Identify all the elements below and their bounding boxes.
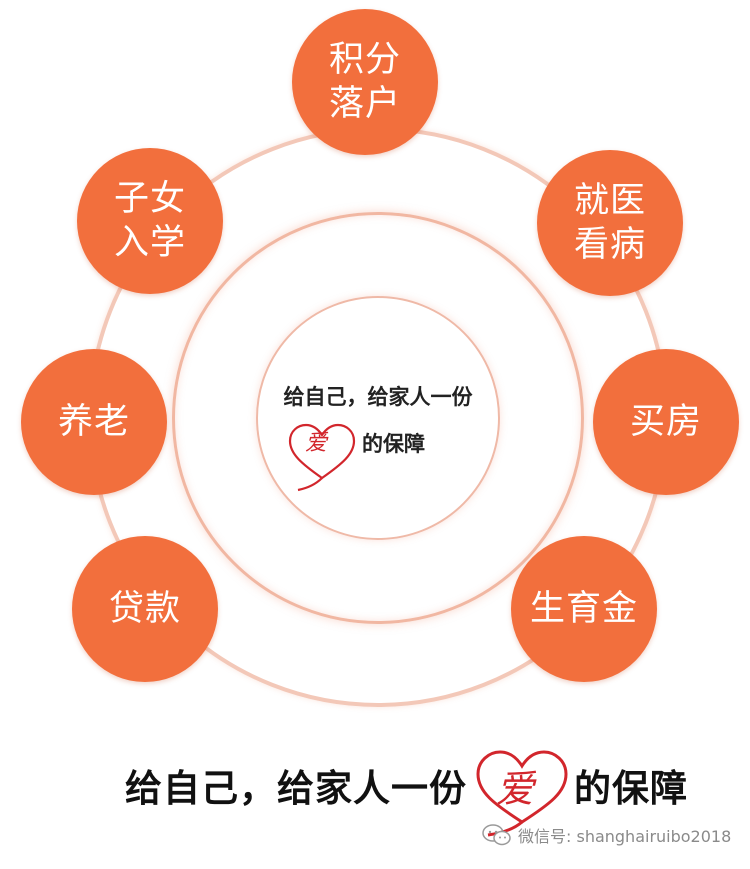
node-label-line: 买房	[629, 402, 702, 442]
node-label-line: 看病	[573, 225, 646, 265]
heart-icon	[288, 423, 356, 492]
bottom-slogan-right: 的保障	[574, 767, 688, 810]
watermark-text: 微信号: shanghairuibo2018	[518, 827, 732, 846]
node-shengyujin: 生育金	[511, 536, 657, 682]
node-label-line: 子女	[113, 179, 186, 219]
node-label-line: 落户	[328, 84, 401, 124]
center-slogan-line1: 给自己，给家人一份	[283, 385, 473, 409]
node-label-line: 贷款	[108, 589, 181, 629]
node-jifen-luohu: 积分 落户	[292, 9, 438, 155]
node-maifang: 买房	[593, 349, 739, 495]
node-label-line: 就医	[573, 181, 646, 221]
node-label-line: 生育金	[529, 589, 638, 629]
node-yanglao: 养老	[21, 349, 167, 495]
node-label-line: 积分	[328, 40, 401, 80]
wechat-icon	[482, 824, 511, 846]
center-slogan-line2: 的保障	[362, 432, 425, 456]
heart-icon	[476, 750, 568, 837]
node-label-line: 养老	[57, 402, 130, 442]
middle-ring	[172, 212, 584, 624]
node-jiuyi-kanbing: 就医 看病	[537, 150, 683, 296]
bottom-slogan-left: 给自己，给家人一份	[125, 767, 467, 810]
center-heart-char: 爱	[305, 431, 328, 456]
wechat-watermark: 微信号: shanghairuibo2018	[482, 822, 731, 848]
bottom-heart-char: 爱	[496, 767, 535, 811]
node-zinv-ruxue: 子女 入学	[77, 148, 223, 294]
inner-ring	[256, 296, 500, 540]
node-label-line: 入学	[113, 223, 186, 263]
node-daikuan: 贷款	[72, 536, 218, 682]
